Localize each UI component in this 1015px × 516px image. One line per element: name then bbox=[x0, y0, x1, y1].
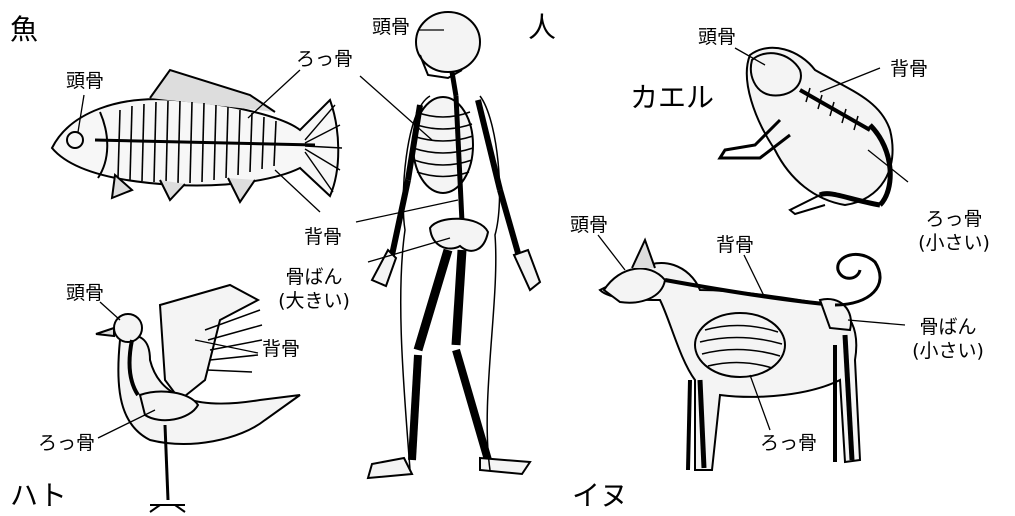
dog-backbone-label: 背骨 bbox=[716, 236, 754, 255]
animal-name-dog: イヌ bbox=[572, 482, 628, 510]
dog-skeleton bbox=[600, 240, 880, 470]
pigeon-beak bbox=[96, 328, 114, 336]
human-right-femur bbox=[418, 250, 448, 350]
human-left-shin bbox=[456, 350, 488, 460]
fish-skull-label: 頭骨 bbox=[66, 72, 104, 91]
human-pelvis-label-size: (大きい) bbox=[268, 290, 360, 314]
human-skeleton bbox=[368, 12, 540, 478]
human-pelvis-label-name: 骨ばん bbox=[268, 266, 360, 290]
fish-body-outline bbox=[52, 99, 338, 196]
fish-backbone-label: 背骨 bbox=[304, 228, 342, 247]
pigeon-foot bbox=[150, 505, 185, 512]
animal-name-pigeon: ハト bbox=[10, 482, 67, 510]
frog-ribs-label-size: (小さい) bbox=[908, 232, 1000, 256]
frog-ribs-label: ろっ骨 (小さい) bbox=[908, 208, 1000, 256]
animal-name-frog: カエル bbox=[630, 84, 714, 112]
human-right-shin bbox=[412, 355, 418, 460]
frog-ribs-label-name: ろっ骨 bbox=[908, 208, 1000, 232]
human-skull-label: 頭骨 bbox=[372, 18, 410, 37]
frog-backbone-label: 背骨 bbox=[890, 60, 928, 79]
dog-pelvis-label: 骨ばん (小さい) bbox=[898, 316, 998, 364]
dog-ribs-label: ろっ骨 bbox=[760, 434, 817, 453]
fish-anal-fin bbox=[228, 178, 255, 202]
dog-ear bbox=[632, 240, 655, 268]
pigeon-skull-label: 頭骨 bbox=[66, 284, 104, 303]
pigeon-backbone-label: 背骨 bbox=[262, 340, 300, 359]
pigeon-skeleton bbox=[96, 285, 300, 512]
human-right-arm-lower bbox=[392, 180, 408, 255]
dog-skull-label: 頭骨 bbox=[570, 216, 608, 235]
human-right-foot bbox=[368, 458, 412, 478]
dog-pelvis-label-name: 骨ばん bbox=[898, 316, 998, 340]
animal-name-human: 人 bbox=[528, 14, 556, 42]
human-left-arm-lower bbox=[500, 190, 520, 260]
dog-tail bbox=[835, 254, 880, 305]
pigeon-ribs-label: ろっ骨 bbox=[38, 434, 95, 453]
human-pelvis-label: 骨ばん (大きい) bbox=[268, 266, 360, 314]
human-neck bbox=[452, 72, 456, 96]
fish-ribs-label: ろっ骨 bbox=[296, 50, 353, 69]
human-left-hand bbox=[514, 250, 540, 290]
human-left-femur bbox=[456, 250, 462, 345]
dog-pelvis-label-size: (小さい) bbox=[898, 340, 998, 364]
dog-front-leg-2 bbox=[688, 380, 690, 470]
human-pelvis bbox=[430, 219, 488, 251]
animal-name-fish: 魚 bbox=[10, 16, 38, 44]
human-skull bbox=[416, 12, 480, 72]
human-left-foot bbox=[480, 458, 530, 474]
frog-skull-label: 頭骨 bbox=[698, 28, 736, 47]
